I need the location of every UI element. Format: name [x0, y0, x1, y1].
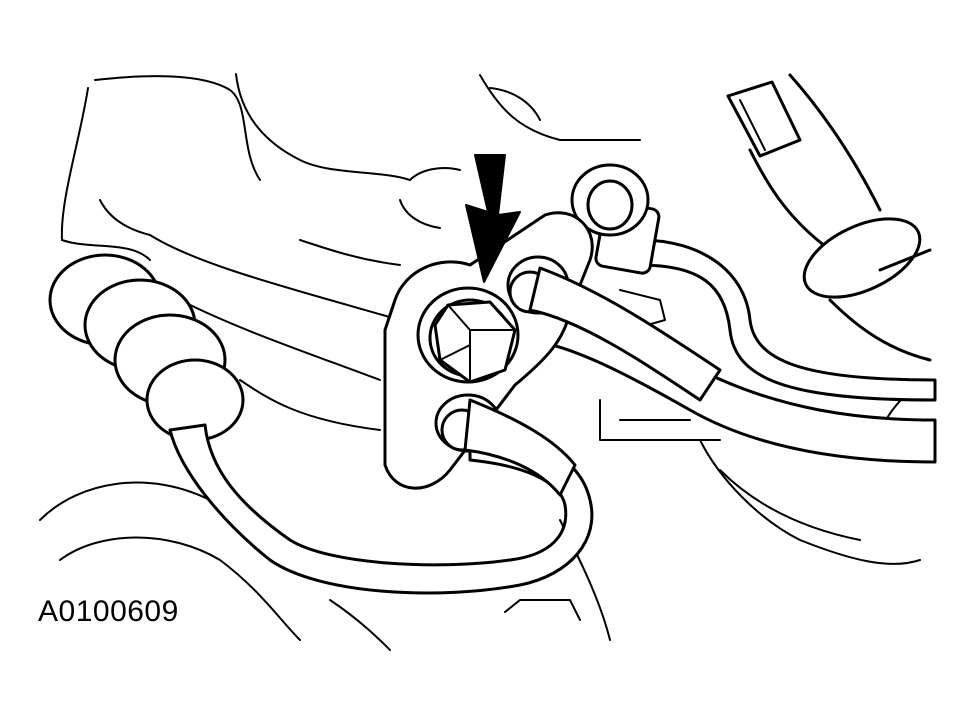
hex-bolt	[416, 286, 520, 384]
bellows-boot	[48, 253, 245, 442]
down-arrow-icon	[465, 154, 521, 283]
sensor-connector	[726, 73, 932, 362]
pipe-fittings	[434, 255, 722, 497]
figure-id-label: A0100609	[38, 595, 179, 628]
